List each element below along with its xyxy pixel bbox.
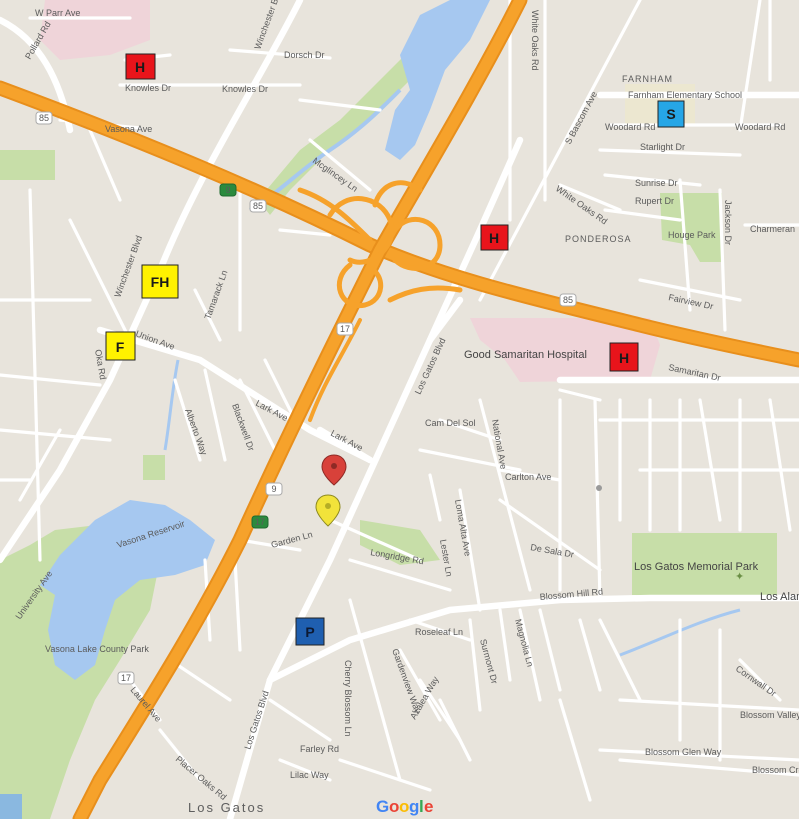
svg-text:l: l — [419, 797, 424, 816]
label-roseleaf: Roseleaf Ln — [415, 627, 463, 637]
label-woodard2: Woodard Rd — [735, 122, 785, 132]
hwy-17-shield-south — [117, 671, 135, 685]
label-houge-park: Houge Park — [668, 230, 716, 240]
svg-text:P: P — [305, 624, 314, 640]
label-los-alamitos: Los Alam — [760, 591, 799, 603]
label-sunrise: Sunrise Dr — [635, 178, 678, 188]
yellow-pin[interactable] — [315, 494, 341, 527]
label-blossom-glen: Blossom Glen Way — [645, 747, 722, 757]
corner-accent — [0, 794, 22, 819]
hwy-green-shield-north — [219, 183, 237, 197]
school-marker[interactable]: S — [657, 100, 685, 128]
google-logo: G o o g l e — [376, 797, 433, 816]
label-ponderosa: PONDEROSA — [565, 234, 632, 244]
creek-south — [163, 359, 180, 451]
svg-text:o: o — [389, 797, 399, 816]
svg-text:H: H — [135, 59, 145, 75]
memorial-park — [632, 533, 777, 595]
label-vasona-ave: Vasona Ave — [105, 124, 152, 134]
hospital-area-north — [40, 0, 150, 60]
park-star-icon: ✦ — [735, 570, 744, 583]
label-dorsch: Dorsch Dr — [284, 50, 325, 60]
fire-hospital-marker[interactable]: FH — [141, 264, 179, 299]
label-cherry-blossom: Cherry Blossom Ln — [343, 660, 353, 737]
hospital-marker-1[interactable]: H — [125, 53, 156, 80]
svg-text:9: 9 — [225, 185, 230, 195]
label-knowles2: Knowles Dr — [222, 84, 268, 94]
label-school-area: FARNHAM — [622, 74, 673, 84]
svg-text:S: S — [666, 106, 675, 122]
label-charmeran: Charmeran — [750, 224, 795, 234]
svg-text:g: g — [409, 797, 419, 816]
label-woodard: Woodard Rd — [605, 122, 655, 132]
hwy-85-shield-west — [35, 111, 53, 125]
hwy-17-shield-mid — [251, 515, 269, 529]
svg-text:17: 17 — [340, 324, 350, 334]
vasona-reservoir — [40, 500, 215, 680]
green-strip — [360, 520, 440, 565]
hwy-17-shield-north — [336, 322, 354, 336]
label-blossom-crest: Blossom Crest — [752, 765, 799, 775]
poi-dot-icon — [596, 485, 602, 491]
minor-roads — [0, 0, 799, 802]
label-blossom-valley: Blossom Valley — [740, 710, 799, 720]
label-knowles: Knowles Dr — [125, 83, 171, 93]
label-w-parr: W Parr Ave — [35, 8, 80, 18]
hospital-marker-2[interactable]: H — [480, 224, 509, 251]
percolation-ponds — [385, 0, 490, 160]
poi-markers[interactable]: H S H FH F H P — [105, 53, 685, 646]
svg-text:H: H — [619, 350, 629, 366]
hospital-marker-3[interactable]: H — [609, 342, 639, 372]
highway-shields: 85 85 85 17 17 17 9 9 — [35, 111, 577, 685]
svg-text:9: 9 — [271, 484, 276, 494]
label-hospital: Good Samaritan Hospital — [464, 349, 587, 361]
label-carlton: Carlton Ave — [505, 472, 551, 482]
small-park — [143, 455, 165, 480]
label-cam-del-sol: Cam Del Sol — [425, 418, 476, 428]
hwy-85-shield-mid — [249, 199, 267, 213]
label-starlight: Starlight Dr — [640, 142, 685, 152]
svg-text:85: 85 — [39, 113, 49, 123]
svg-text:H: H — [489, 230, 499, 246]
svg-text:17: 17 — [255, 517, 265, 527]
svg-text:e: e — [424, 797, 433, 816]
svg-text:17: 17 — [121, 673, 131, 683]
label-rupert: Rupert Dr — [635, 196, 674, 206]
label-town: Los Gatos — [188, 800, 265, 815]
fire-marker[interactable]: F — [105, 331, 136, 361]
label-farley: Farley Rd — [300, 744, 339, 754]
label-jackson: Jackson Dr — [723, 200, 733, 245]
svg-text:85: 85 — [563, 295, 573, 305]
svg-text:85: 85 — [253, 201, 263, 211]
label-school: Farnham Elementary School — [628, 90, 742, 100]
svg-text:o: o — [399, 797, 409, 816]
hwy-85-shield-east — [559, 293, 577, 307]
svg-text:G: G — [376, 797, 389, 816]
green-lot — [0, 150, 55, 180]
label-white-oaks: White Oaks Rd — [530, 10, 540, 71]
label-memorial-park: Los Gatos Memorial Park — [634, 561, 759, 573]
police-marker[interactable]: P — [295, 617, 325, 646]
svg-text:F: F — [116, 339, 125, 355]
houge-park — [660, 193, 722, 262]
svg-text:FH: FH — [151, 274, 170, 290]
label-county-park: Vasona Lake County Park — [45, 644, 149, 654]
label-lilac: Lilac Way — [290, 770, 329, 780]
hwy-9-shield — [265, 482, 283, 496]
red-pin[interactable] — [321, 454, 347, 486]
